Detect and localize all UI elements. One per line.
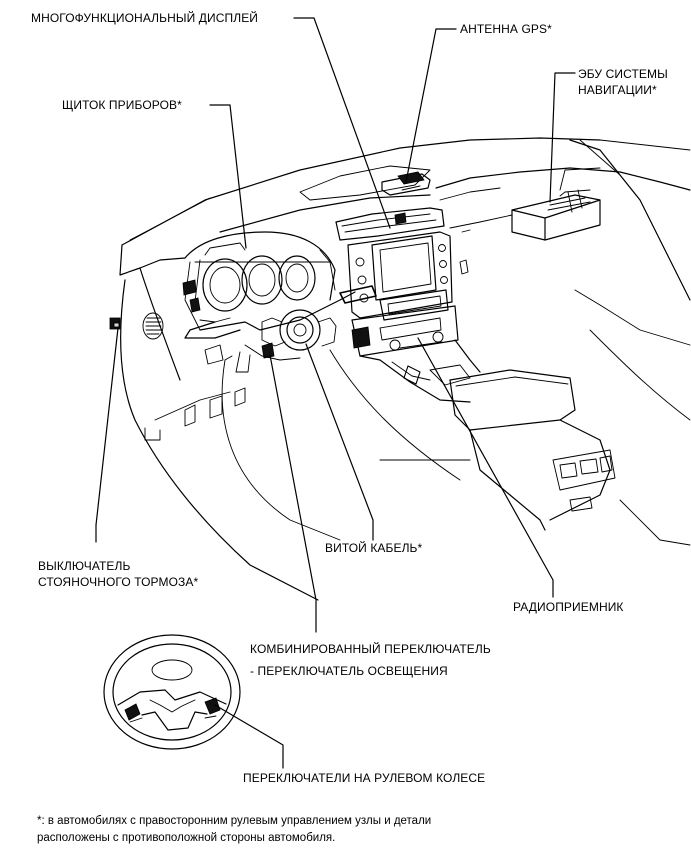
leader-steering-switches [214, 704, 284, 769]
center-console [359, 139, 691, 546]
leader-spiral-cable [305, 343, 374, 541]
leader-gps-antenna [405, 28, 457, 183]
label-steering-switches: ПЕРЕКЛЮЧАТЕЛИ НА РУЛЕВОМ КОЛЕСЕ [243, 771, 486, 785]
leader-instrument-panel [209, 104, 247, 249]
leader-combination-switch [269, 354, 317, 633]
label-parking-brake-line1: ВЫКЛЮЧАТЕЛЬ [38, 559, 131, 573]
floor-lines [221, 349, 471, 541]
leader-radio [417, 337, 554, 598]
left-door-panel [109, 244, 319, 601]
leader-multi-display [293, 17, 391, 229]
leader-parking-brake [95, 327, 119, 543]
label-spiral-cable: ВИТОЙ КАБЕЛЬ* [325, 541, 423, 555]
windshield-outline [121, 137, 691, 246]
steering-column [184, 285, 377, 373]
footnote: *: в автомобилях с правосторонним рулевы… [37, 813, 431, 847]
label-parking-brake-line2: СТОЯНОЧНОГО ТОРМОЗА* [38, 575, 199, 589]
steering-wheel-inset [103, 634, 241, 750]
leader-nav-ecu [549, 72, 576, 203]
leader-lines [95, 17, 576, 769]
navigation-ecu-drawing [449, 167, 601, 241]
label-combination-switch: КОМБИНИРОВАННЫЙ ПЕРЕКЛЮЧАТЕЛЬ [250, 642, 491, 656]
footnote-line-2: расположены с противоположной стороны ав… [37, 832, 336, 844]
footnote-line-1: *: в автомобилях с правосторонним рулевы… [37, 815, 432, 827]
instrument-cluster [182, 231, 336, 331]
label-nav-ecu-line1: ЭБУ СИСТЕМЫ [578, 67, 668, 81]
label-gps-antenna: АНТЕННА GPS* [460, 22, 552, 36]
label-nav-ecu-line2: НАВИГАЦИИ* [578, 83, 657, 97]
center-stack [335, 207, 471, 357]
label-light-switch: - ПЕРЕКЛЮЧАТЕЛЬ ОСВЕЩЕНИЯ [250, 664, 448, 678]
label-radio: РАДИОПРИЕМНИК [513, 600, 624, 614]
label-multi-display: МНОГОФУНКЦИОНАЛЬНЫЙ ДИСПЛЕЙ [31, 11, 259, 25]
gps-antenna-drawing [381, 171, 431, 196]
label-instrument-panel: ЩИТОК ПРИБОРОВ* [62, 98, 182, 112]
